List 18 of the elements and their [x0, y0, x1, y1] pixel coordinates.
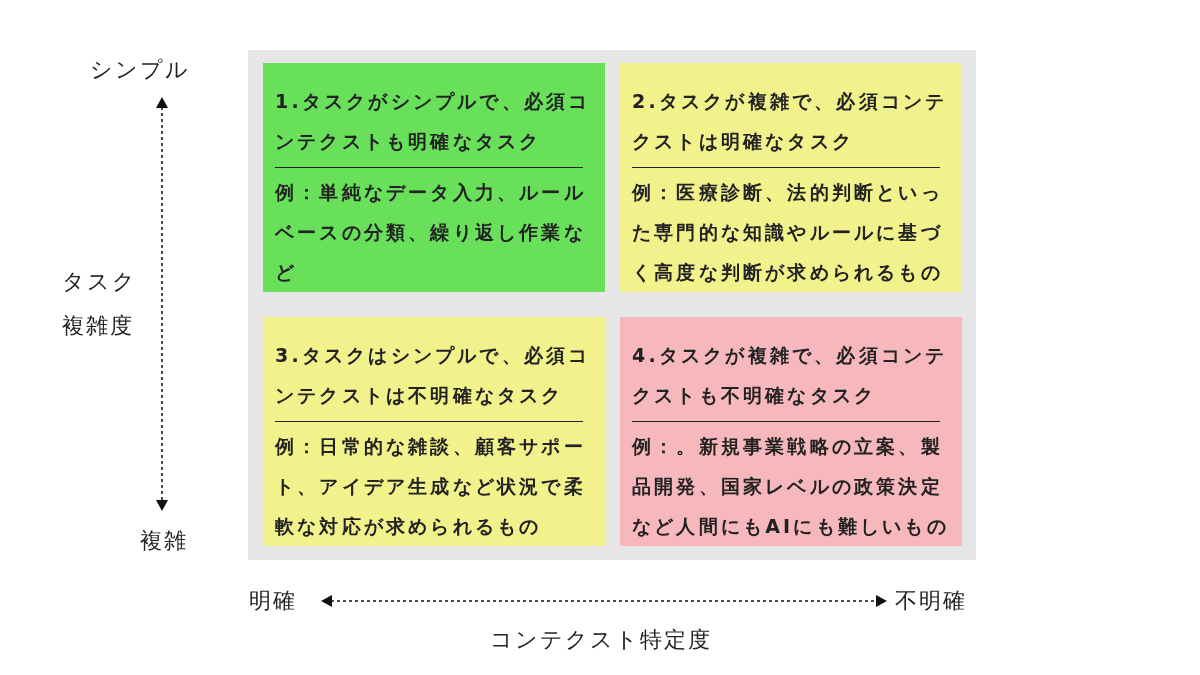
quadrant-heading: 3.タスクはシンプルで、必須コンテクストは不明確なタスク: [275, 343, 592, 408]
quadrant-box: [263, 317, 605, 546]
axis-label: 明確: [249, 587, 297, 615]
axis-label: シンプル: [90, 56, 190, 84]
axis-label: 不明確: [895, 587, 967, 615]
axis-title: コンテクスト特定度: [490, 626, 712, 654]
quadrant-box: [620, 63, 962, 292]
quadrant-box: [263, 63, 605, 292]
axis-title: タスク複雑度: [62, 268, 138, 340]
quadrant-heading: 2.タスクが複雑で、必須コンテクストは明確なタスク: [632, 89, 949, 154]
example-text: 例：。新規事業戦略の立案、製品開発、国家レベルの政策決定など人間にもAIにも難しいもの: [632, 434, 950, 539]
quadrant-heading: 4.タスクが複雑で、必須コンテクストも不明確なタスク: [632, 343, 949, 408]
example-text: 例：医療診断、法的判断といった専門的な知識やルールに基づく高度な判断が求められるもの: [632, 180, 944, 285]
quadrant-heading: 1.タスクがシンプルで、必須コンテクストも明確なタスク: [275, 89, 592, 154]
example-text: 例：日常的な雑談、顧客サポート、アイデア生成など状況で柔軟な対応が求められるもの: [275, 434, 587, 539]
example-text: 例：単純なデータ入力、ルールベースの分類、繰り返し作業など: [275, 180, 587, 285]
axis-label: 複雑: [140, 527, 188, 555]
quadrant-box: [620, 317, 962, 546]
